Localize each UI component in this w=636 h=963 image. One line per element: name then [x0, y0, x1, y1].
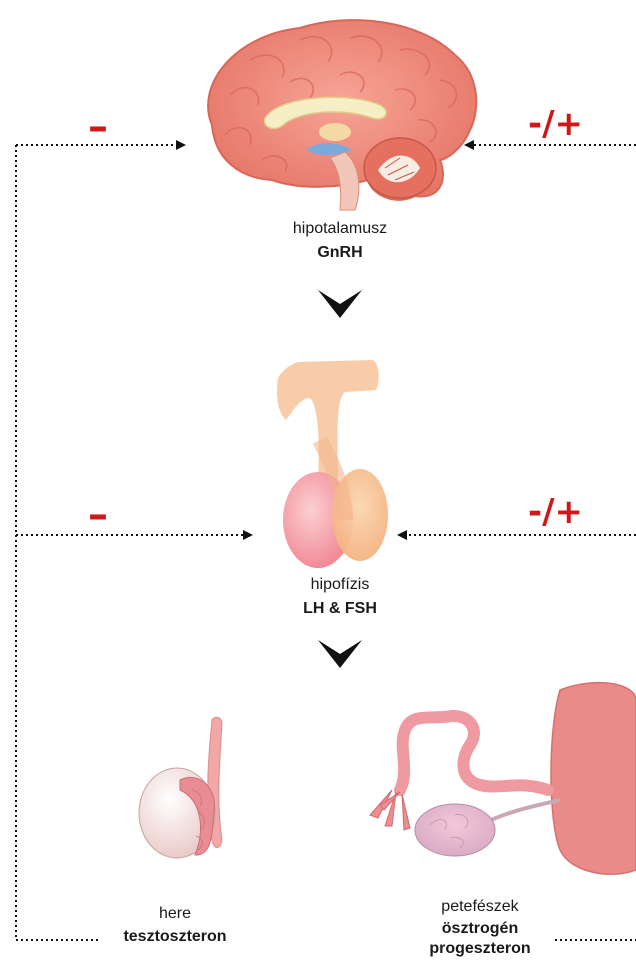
feedback-sign-left-mid: – — [88, 492, 108, 538]
gnrh-label: GnRH — [240, 244, 440, 262]
feedback-sign-right-mid: -/+ — [528, 492, 583, 532]
testis-illustration — [139, 717, 222, 858]
hypothalamus-label: hipotalamusz — [240, 220, 440, 238]
arrow-down-2 — [318, 640, 362, 668]
feedback-sign-left-top: – — [88, 104, 108, 150]
estrogen-label: ösztrogén — [400, 920, 560, 938]
lh-fsh-label: LH & FSH — [240, 600, 440, 618]
ovary-label: petefészek — [400, 898, 560, 916]
arrow-down-1 — [318, 290, 362, 318]
testis-label: here — [100, 905, 250, 923]
cerebellum — [364, 138, 436, 198]
testosterone-label: tesztoszteron — [100, 928, 250, 946]
brain-illustration — [208, 20, 476, 210]
feedback-sign-right-top: -/+ — [528, 104, 583, 144]
ovary-illustration — [370, 683, 636, 875]
pituitary-label: hipofízis — [240, 576, 440, 594]
progesterone-label: progeszteron — [400, 940, 560, 958]
pituitary-illustration — [277, 360, 388, 568]
